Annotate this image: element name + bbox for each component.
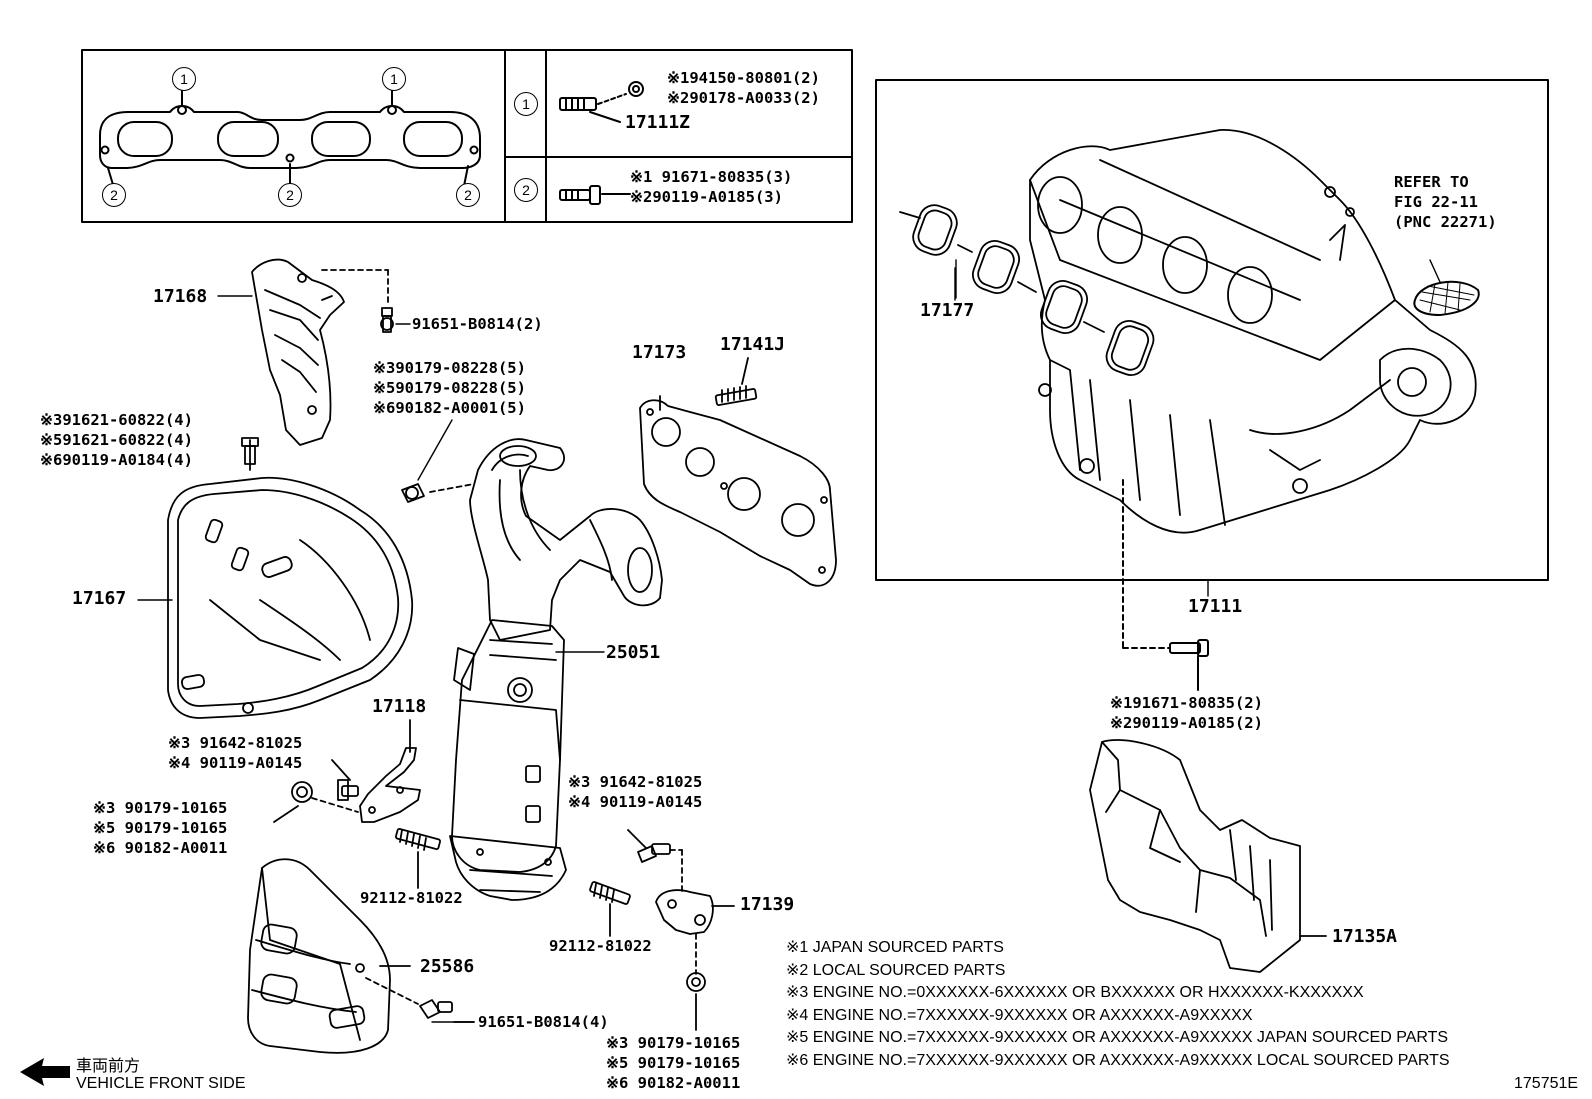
part-25051[interactable]: 25051 (606, 642, 661, 663)
figure-id: 175751E (1514, 1075, 1579, 1092)
front-arrow-icon (20, 1058, 70, 1086)
direction-jp: 車両前方 (76, 1058, 141, 1075)
intake-gaskets-17177 (899, 204, 1155, 376)
inset-bolt-2 (559, 185, 631, 205)
inset-marker-1a: 1 (172, 67, 196, 91)
inset-marker-2a: 2 (102, 183, 126, 207)
cover-17135A-drawing (1089, 739, 1327, 973)
part-17141J[interactable]: 17141J (720, 334, 786, 355)
screen-filter-drawing (1413, 259, 1480, 316)
part-17118[interactable]: 17118 (372, 696, 427, 717)
bottom-nut-callout-group: ※3 90179-10165 ※5 90179-10165 ※6 90182-A… (606, 1034, 741, 1092)
inset-gasket-drawing (99, 89, 481, 189)
heat-insulator-17167-drawing (167, 437, 414, 719)
part-17167[interactable]: 17167 (72, 588, 127, 609)
heat-insulator-25586-drawing (247, 858, 475, 1054)
footnote-6: ※6 ENGINE NO.=7XXXXXX-9XXXXXX OR AXXXXXX… (786, 1051, 1450, 1069)
part-17135A[interactable]: 17135A (1332, 926, 1398, 947)
bracket-bolt-callout-group: ※3 91642-81025 ※4 90119-A0145 (168, 734, 303, 772)
bracket-17118-drawing (273, 719, 441, 889)
part-25586-bolt[interactable]: 91651-B0814(4) (478, 1013, 609, 1031)
row1-callouts: ※194150-80801(2) ※290178-A0033(2) (667, 69, 820, 107)
part-17168-bolt[interactable]: 91651-B0814(2) (412, 315, 543, 333)
stud-nut-drawings (401, 357, 837, 587)
footnote-2: ※2 LOCAL SOURCED PARTS (786, 961, 1006, 979)
row1-marker: 1 (514, 92, 538, 116)
stud-callout-group: ※390179-08228(5) ※590179-08228(5) ※69018… (373, 359, 526, 417)
leader-lines (137, 259, 1209, 1023)
intake-bolt (1122, 479, 1209, 691)
inset-bolt-1 (559, 81, 644, 123)
intake-manifold-box (875, 79, 1549, 581)
part-17168[interactable]: 17168 (153, 286, 208, 307)
part-stud-right[interactable]: 92112-81022 (549, 937, 652, 955)
footnote-3: ※3 ENGINE NO.=0XXXXXX-6XXXXXX OR BXXXXXX… (786, 984, 1364, 1001)
footnotes: ※1 JAPAN SOURCED PARTS ※2 LOCAL SOURCED … (786, 937, 1450, 1072)
footnote-5: ※5 ENGINE NO.=7XXXXXX-9XXXXXX OR AXXXXXX… (786, 1029, 1449, 1046)
part-17111[interactable]: 17111 (1188, 596, 1243, 617)
bracket-17139-drawing (589, 829, 735, 1031)
refer-note[interactable]: REFER TO FIG 22-11 (PNC 22271) (1394, 173, 1497, 231)
intake-manifold-drawing (1029, 129, 1477, 534)
inset-marker-1b: 1 (382, 67, 406, 91)
bracket-nut-callout-group: ※3 90179-10165 ※5 90179-10165 ※6 90182-A… (93, 799, 228, 857)
intake-bolt-callout-group: ※191671-80835(2) ※290119-A0185(2) (1110, 694, 1263, 732)
row2-callouts: ※1 91671-80835(3) ※290119-A0185(3) (630, 168, 793, 206)
part-17177[interactable]: 17177 (920, 300, 975, 321)
inset-marker-2b: 2 (278, 183, 302, 207)
direction-en: VEHICLE FRONT SIDE (76, 1075, 246, 1092)
part-17173[interactable]: 17173 (632, 342, 687, 363)
footnote-1: ※1 JAPAN SOURCED PARTS (786, 939, 1004, 956)
row2-marker: 2 (514, 178, 538, 202)
part-stud-left[interactable]: 92112-81022 (360, 889, 463, 907)
footnote-4: ※4 ENGINE NO.=7XXXXXX-9XXXXXX OR AXXXXXX… (786, 1006, 1253, 1024)
heat-bolt-callout-group: ※391621-60822(4) ※591621-60822(4) ※69011… (40, 411, 193, 469)
part-25586[interactable]: 25586 (420, 956, 475, 977)
heat-insulator-17168-drawing (251, 258, 394, 446)
inset-marker-2c: 2 (456, 183, 480, 207)
right-bracket-bolt-callout-group: ※3 91642-81025 ※4 90119-A0145 (568, 773, 703, 811)
inset-table (81, 49, 853, 223)
exhaust-manifold-25051-drawing (449, 438, 663, 901)
part-17111Z[interactable]: 17111Z (625, 112, 691, 133)
part-17139[interactable]: 17139 (740, 894, 795, 915)
